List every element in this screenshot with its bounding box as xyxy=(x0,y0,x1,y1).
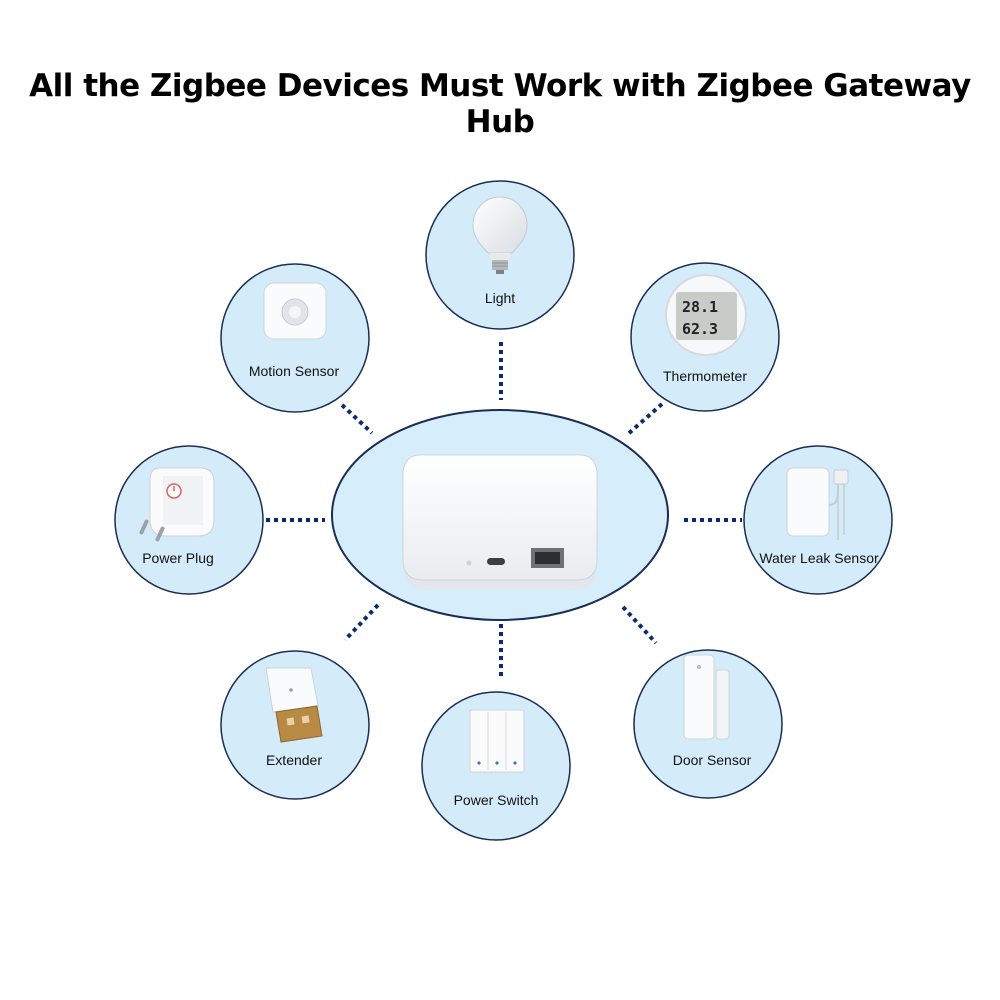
device-node-thermometer[interactable]: 28.1 62.3 Thermometer xyxy=(630,262,780,412)
door-sensor-icon xyxy=(683,654,730,740)
dotted-connector xyxy=(621,605,658,645)
device-node-extender[interactable]: Extender xyxy=(220,650,370,800)
thermo-display-bottom: 62.3 xyxy=(682,320,718,338)
device-node-power-switch[interactable]: Power Switch xyxy=(421,691,571,841)
power-plug-icon xyxy=(139,467,215,542)
node-label: Door Sensor xyxy=(673,752,752,768)
page-title: All the Zigbee Devices Must Work with Zi… xyxy=(29,68,971,140)
wall-switch-icon xyxy=(469,709,525,773)
node-label: Thermometer xyxy=(663,368,747,384)
node-label: Power Plug xyxy=(142,550,214,566)
hub-node[interactable] xyxy=(331,409,669,621)
usb-extender-icon xyxy=(265,667,323,743)
node-label: Extender xyxy=(266,752,322,768)
node-label: Power Switch xyxy=(454,792,539,808)
connectors xyxy=(266,342,742,678)
thermo-display-top: 28.1 xyxy=(682,298,718,316)
device-node-light[interactable]: Light xyxy=(425,180,575,330)
device-node-power-plug[interactable]: Power Plug xyxy=(114,445,264,595)
node-label: Light xyxy=(485,290,515,306)
motion-sensor-icon xyxy=(263,282,327,340)
device-node-motion-sensor[interactable]: Motion Sensor xyxy=(220,263,370,413)
dotted-connector xyxy=(343,603,380,642)
water-leak-sensor-icon xyxy=(786,467,849,540)
node-label: Motion Sensor xyxy=(249,363,340,379)
node-label: Water Leak Sensor xyxy=(759,550,879,566)
thermometer-icon: 28.1 62.3 xyxy=(665,274,747,356)
light-bulb-icon xyxy=(472,196,528,274)
dotted-connector xyxy=(340,403,374,435)
dotted-connector xyxy=(626,402,664,436)
device-node-door-sensor[interactable]: Door Sensor xyxy=(633,649,783,799)
gateway-hub-icon xyxy=(402,454,598,590)
device-node-water-leak-sensor[interactable]: Water Leak Sensor xyxy=(743,445,893,595)
